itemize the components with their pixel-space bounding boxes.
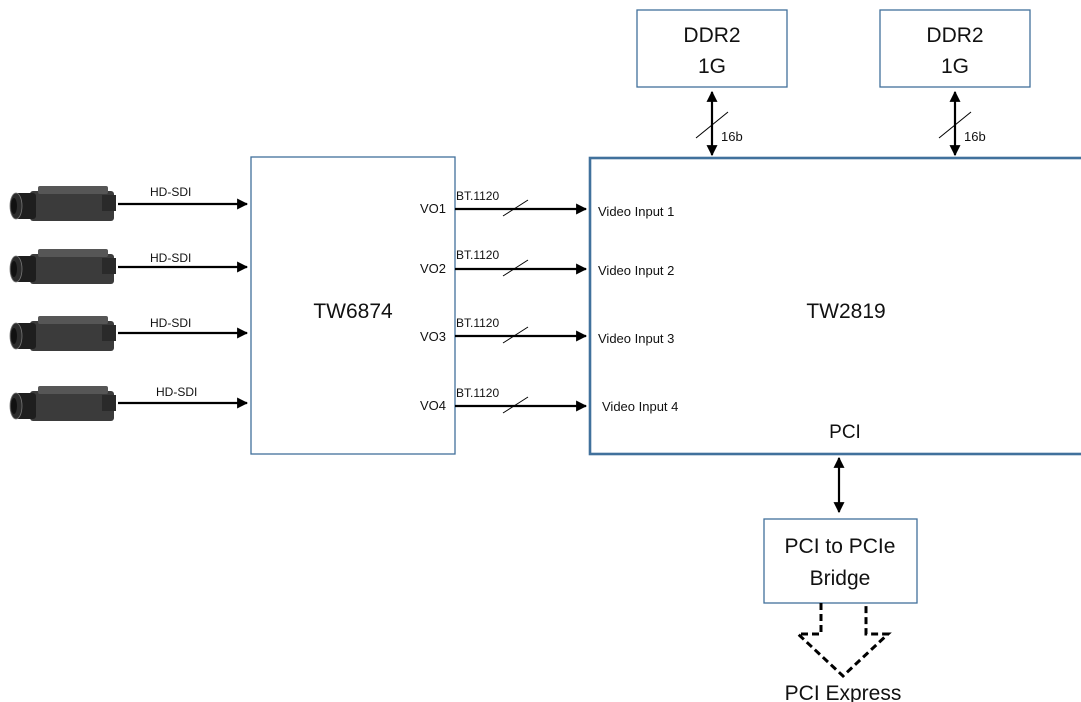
- vo1-label: VO1: [420, 201, 446, 216]
- tw2819-chip: TW2819 Video Input 1 Video Input 2 Video…: [588, 156, 1081, 456]
- vo4-label: VO4: [420, 398, 446, 413]
- tw6874-chip: TW6874 VO1 VO2 VO3 VO4: [250, 156, 456, 455]
- ddr2-memory-2: DDR2 1G: [879, 9, 1031, 88]
- bridge-line1: PCI to PCIe: [785, 535, 896, 558]
- vo3-label: VO3: [420, 329, 446, 344]
- video-input-2-label: Video Input 2: [598, 263, 674, 278]
- camera-3-link: HD-SDI: [150, 316, 191, 330]
- video-bus-1-label: BT.1120: [456, 189, 499, 203]
- video-bus-1: BT.1120: [455, 189, 588, 217]
- memory-bus-2: 16b: [938, 90, 986, 157]
- camera-2-icon: [9, 248, 117, 285]
- video-bus-4-label: BT.1120: [456, 386, 499, 400]
- pci-label: PCI: [829, 422, 861, 443]
- pcie-output-arrow: [794, 603, 892, 679]
- camera-2: HD-SDI: [9, 248, 249, 285]
- ddr2-memory-1: DDR2 1G: [636, 9, 788, 88]
- camera-3: HD-SDI: [9, 315, 249, 352]
- camera-2-link: HD-SDI: [150, 251, 191, 265]
- camera-1-icon: [9, 185, 117, 222]
- memory-bus-1-width: 16b: [721, 129, 743, 144]
- memory-bus-2-width: 16b: [964, 129, 986, 144]
- video-input-4-label: Video Input 4: [602, 399, 678, 414]
- video-bus-2: BT.1120: [455, 248, 588, 277]
- camera-4-icon: [9, 385, 117, 422]
- video-bus-4: BT.1120: [455, 386, 588, 414]
- video-input-1-label: Video Input 1: [598, 204, 674, 219]
- pci-to-pcie-bridge: PCI to PCIe Bridge: [763, 518, 918, 604]
- ddr2-1-line2: 1G: [698, 55, 726, 78]
- bridge-line2: Bridge: [810, 567, 871, 590]
- video-input-3-label: Video Input 3: [598, 331, 674, 346]
- pcie-label: PCI Express: [785, 682, 902, 702]
- camera-1: HD-SDI: [9, 185, 249, 222]
- video-bus-2-label: BT.1120: [456, 248, 499, 262]
- tw2819-label: TW2819: [806, 300, 885, 323]
- camera-1-link: HD-SDI: [150, 185, 191, 199]
- vo2-label: VO2: [420, 261, 446, 276]
- ddr2-2-line1: DDR2: [926, 24, 983, 47]
- camera-4: HD-SDI: [9, 385, 249, 422]
- tw6874-label: TW6874: [313, 300, 393, 323]
- camera-3-icon: [9, 315, 117, 352]
- ddr2-1-line1: DDR2: [683, 24, 740, 47]
- memory-bus-1: 16b: [695, 90, 743, 157]
- ddr2-2-line2: 1G: [941, 55, 969, 78]
- video-bus-3: BT.1120: [455, 316, 588, 344]
- camera-4-link: HD-SDI: [156, 385, 197, 399]
- video-bus-3-label: BT.1120: [456, 316, 499, 330]
